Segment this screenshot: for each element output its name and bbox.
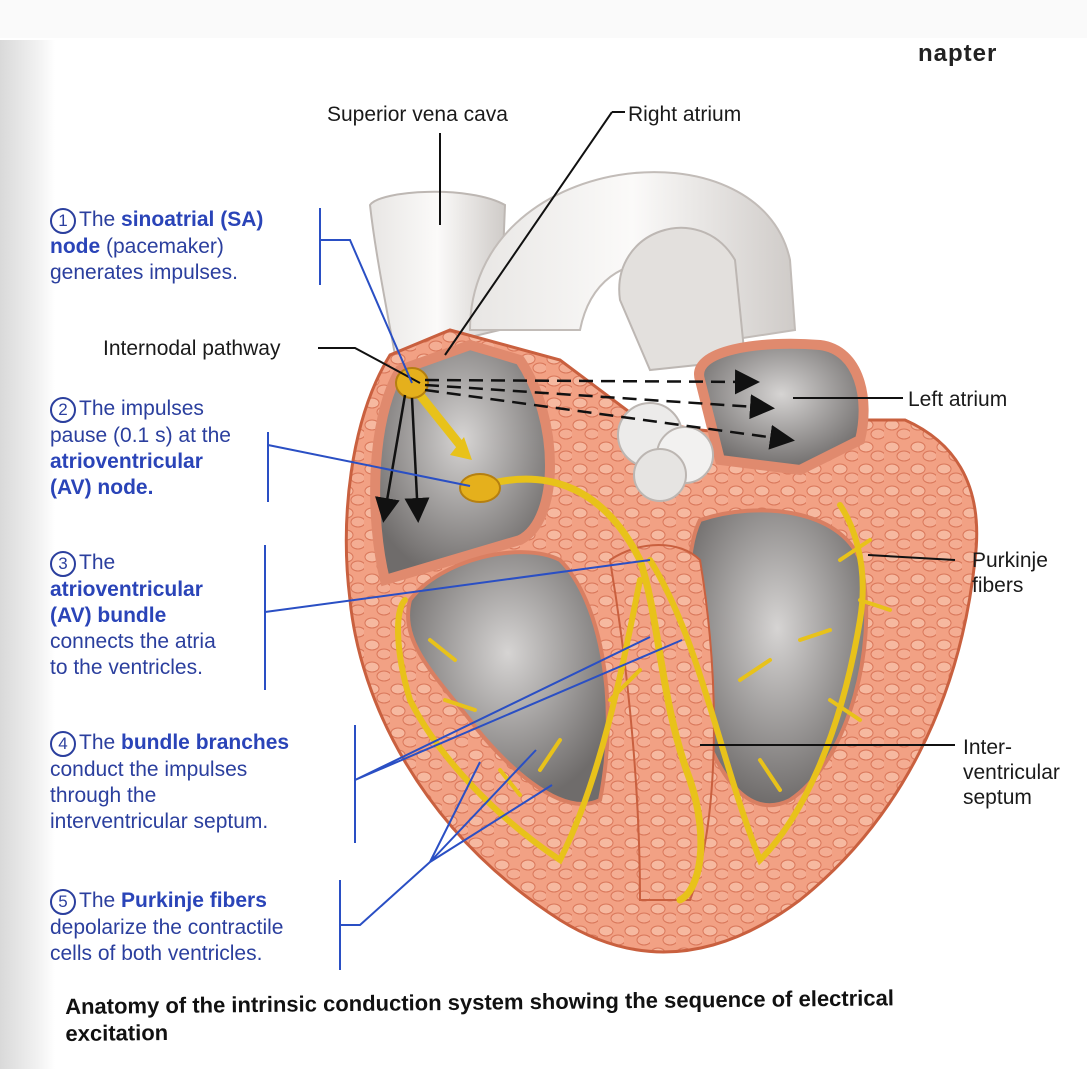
step-text-bold: node [50, 235, 100, 258]
label-septum-line2: ventricular [963, 760, 1060, 785]
label-purkinje-fibers-line1: Purkinje [972, 548, 1048, 573]
step-text-bold: (AV) bundle [50, 604, 166, 627]
step-number-badge: 1 [50, 208, 76, 234]
label-purkinje-fibers-line2: fibers [972, 573, 1023, 598]
step-text: generates impulses. [50, 260, 263, 286]
step-text: conduct the impulses [50, 757, 289, 783]
step-text: interventricular septum. [50, 809, 289, 835]
step-text-bold: (AV) node. [50, 476, 153, 499]
left-atrium-chamber [699, 344, 864, 470]
step-text-bold: atrioventricular [50, 578, 203, 601]
step-text: The [79, 889, 121, 912]
label-right-atrium: Right atrium [628, 102, 741, 127]
step-text: to the ventricles. [50, 655, 216, 681]
label-superior-vena-cava: Superior vena cava [327, 102, 508, 127]
step-text: (pacemaker) [100, 235, 224, 258]
label-septum-line3: septum [963, 785, 1032, 810]
label-internodal-pathway: Internodal pathway [103, 336, 280, 361]
step-text: The [79, 208, 121, 231]
av-node [460, 474, 500, 502]
step-text: The impulses [79, 397, 204, 420]
step-text-bold: sinoatrial (SA) [121, 208, 263, 231]
step-text-bold: bundle branches [121, 731, 289, 754]
step-text: The [79, 731, 121, 754]
step-text: connects the atria [50, 629, 216, 655]
step-number-badge: 3 [50, 551, 76, 577]
step-number-badge: 2 [50, 397, 76, 423]
label-left-atrium: Left atrium [908, 387, 1007, 412]
step-number-badge: 5 [50, 889, 76, 915]
step-text-bold: Purkinje fibers [121, 889, 267, 912]
label-septum-line1: Inter- [963, 735, 1012, 760]
step-text: pause (0.1 s) at the [50, 423, 231, 449]
step-text-bold: atrioventricular [50, 450, 203, 473]
step-text: cells of both ventricles. [50, 941, 283, 967]
step-text: depolarize the contractile [50, 915, 283, 941]
figure-caption: Anatomy of the intrinsic conduction syst… [65, 984, 966, 1047]
step-number-badge: 4 [50, 731, 76, 757]
step-text: The [79, 551, 115, 574]
step-text: through the [50, 783, 289, 809]
